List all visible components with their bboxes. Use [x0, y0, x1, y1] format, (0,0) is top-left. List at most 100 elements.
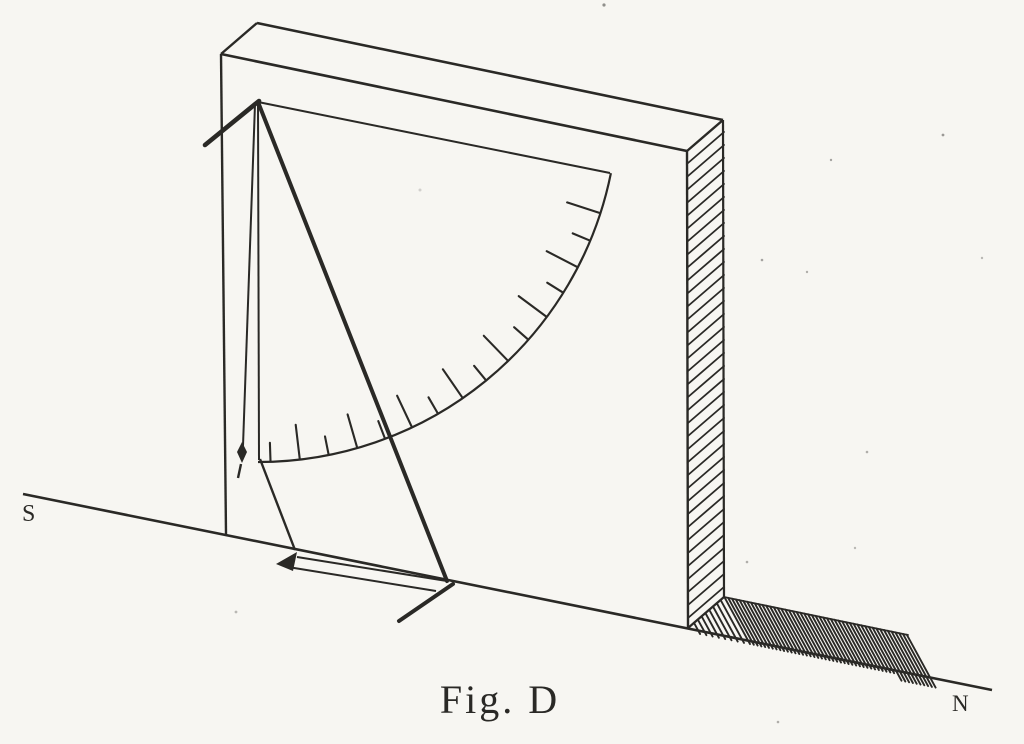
- edge-hatch-line: [687, 326, 725, 359]
- shadow-hatch-line: [852, 622, 880, 672]
- shadow-hatch-line: [772, 606, 801, 655]
- shadow-hatch-line: [765, 604, 793, 654]
- major-tick: [346, 413, 359, 449]
- edge-hatch-line: [687, 365, 725, 398]
- shadow-hatch-line: [803, 612, 831, 662]
- shadow-hatch-line: [776, 607, 805, 656]
- board-front-top-edge: [220, 52, 688, 153]
- scan-speck: [980, 256, 984, 260]
- minor-tick: [546, 281, 564, 294]
- edge-hatch-line: [687, 313, 725, 346]
- major-tick: [396, 394, 413, 428]
- shadow-hatch-line: [712, 605, 733, 642]
- edge-hatch-line: [687, 560, 725, 593]
- shadow-hatch-line: [750, 601, 778, 651]
- shadow-hatch-line: [814, 614, 842, 664]
- edge-hatch-line: [687, 521, 725, 554]
- edge-hatch-line: [687, 170, 725, 203]
- edge-hatch-line: [687, 287, 725, 320]
- plumb-line-tail: [236, 463, 243, 479]
- plumb-arrowhead: [237, 442, 247, 463]
- minor-tick: [571, 232, 591, 242]
- scan-speck: [418, 188, 422, 192]
- edge-hatch-line: [687, 417, 725, 450]
- scan-speck: [829, 158, 833, 162]
- scan-speck: [602, 3, 606, 7]
- ground-arrow-head: [276, 552, 297, 571]
- minor-tick: [377, 420, 386, 439]
- label-north: N: [952, 691, 969, 716]
- major-tick: [517, 295, 548, 318]
- scan-speck: [776, 720, 780, 724]
- shadow-hatch-line: [848, 622, 877, 671]
- board-right-edge-face: [687, 119, 726, 629]
- board-top-back-edge: [256, 21, 724, 122]
- edge-hatch-line: [687, 274, 725, 307]
- ground-line: [22, 492, 993, 692]
- edge-hatch-line: [687, 300, 725, 333]
- major-tick: [566, 201, 601, 214]
- protractor-quadrant: [257, 101, 612, 464]
- protractor-vertical-radius: [257, 102, 260, 461]
- scan-speck: [805, 270, 809, 274]
- edge-hatch-line: [687, 430, 725, 463]
- major-tick: [482, 334, 509, 362]
- ground-arrow-shaft-lower: [287, 566, 437, 592]
- edge-hatch-line: [687, 144, 725, 177]
- edge-hatch-line: [687, 235, 725, 268]
- protractor-arc: [257, 172, 612, 464]
- shadow-hatch-line: [753, 602, 782, 652]
- minor-tick: [473, 364, 487, 381]
- board-right-back-edge: [721, 119, 726, 598]
- minor-tick: [513, 326, 529, 341]
- plumb-line: [242, 103, 256, 447]
- edge-hatch-line: [687, 573, 725, 606]
- shadow-hatch-line: [784, 608, 812, 658]
- shadow-hatch-line: [731, 597, 759, 647]
- protractor-upper-radius: [257, 101, 611, 174]
- edge-hatch-line: [687, 534, 725, 567]
- edge-hatch-line: [687, 248, 725, 281]
- scan-speck: [760, 258, 764, 262]
- scan-speck: [865, 450, 869, 454]
- arc-bottom-to-ground-edge: [258, 458, 297, 551]
- shadow-hatch-line: [826, 617, 854, 666]
- ground-direction-arrow: [276, 552, 448, 592]
- string-ground-stake: [397, 582, 455, 623]
- edge-hatch-line: [687, 495, 725, 528]
- board-top-right-edge: [686, 119, 724, 152]
- shadow-hatch-line: [864, 625, 892, 674]
- scan-specks: [234, 3, 984, 724]
- shadow-hatch-line: [867, 625, 896, 675]
- edge-hatch-line: [687, 586, 725, 619]
- edge-hatch-line: [687, 131, 725, 164]
- edge-hatch-line: [687, 183, 725, 216]
- shadow-hatch-line: [761, 603, 789, 653]
- shadow-hatch-line: [723, 596, 751, 646]
- board-edge-hatching: [687, 131, 725, 619]
- edge-hatch-line: [687, 261, 725, 294]
- scan-speck: [745, 560, 749, 564]
- shadow-hatch-line: [860, 624, 888, 673]
- ground-arrow-shaft-upper: [296, 556, 448, 582]
- board-top-face: [220, 21, 724, 152]
- shadow-hatch-line: [727, 596, 755, 646]
- figure-caption: Fig. D: [440, 677, 560, 722]
- edge-hatch-line: [687, 547, 725, 580]
- shadow-hatch-line: [788, 609, 816, 659]
- plumb-line-assembly: [236, 103, 256, 479]
- shadow-hatch-line: [837, 619, 865, 669]
- shadow-hatch-line: [757, 603, 786, 652]
- edge-hatch-line: [687, 482, 725, 515]
- shadow-hatch-line: [742, 600, 770, 649]
- board-top-left-edge: [220, 22, 258, 55]
- shadow-hatch-line: [780, 607, 808, 657]
- edge-hatch-line: [687, 404, 725, 437]
- shadow-hatch-line: [841, 620, 869, 669]
- shadow-hatch-line: [833, 618, 861, 668]
- minor-tick: [323, 435, 330, 456]
- shadow-hatch-line: [734, 598, 763, 648]
- edge-hatch-line: [687, 222, 725, 255]
- shadow-hatch-line: [856, 623, 884, 672]
